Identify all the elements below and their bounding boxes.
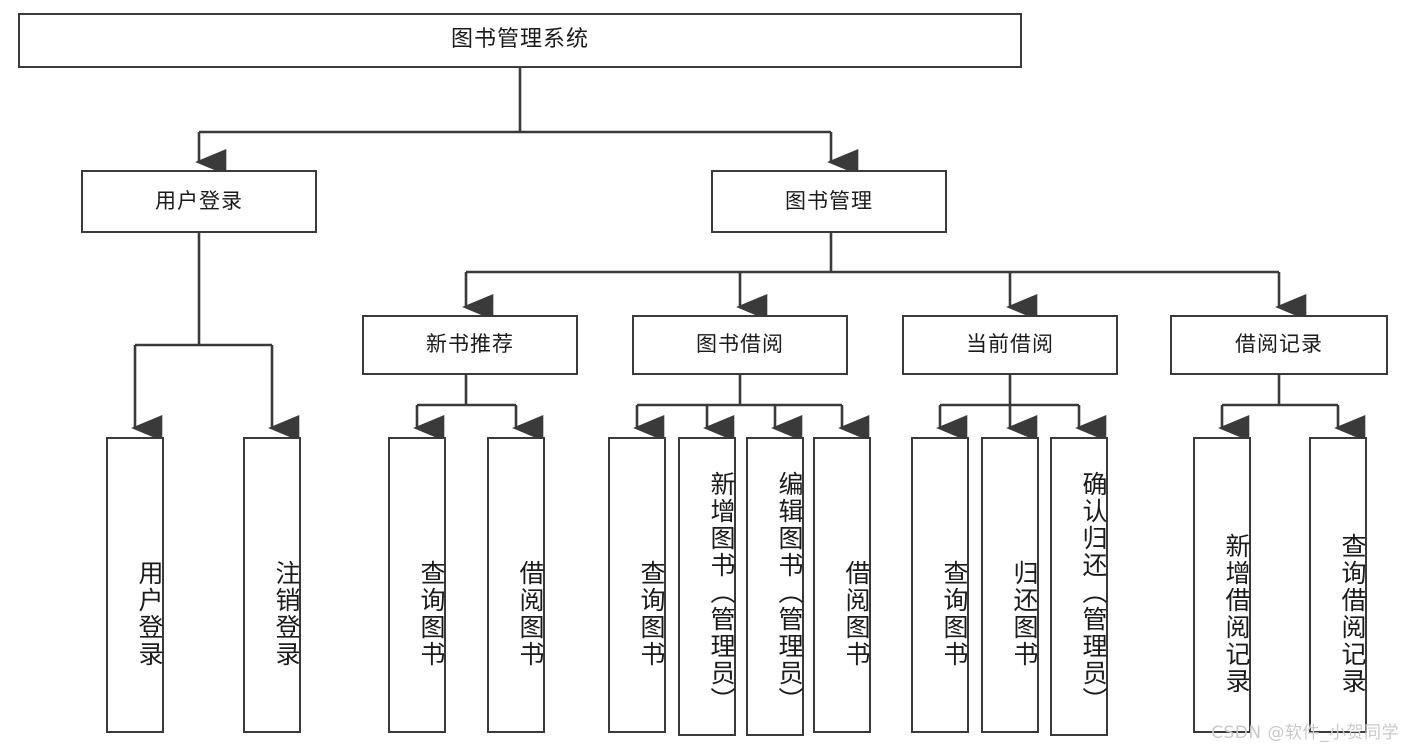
node-borrow-records[interactable]: 借阅记录 — [1170, 315, 1388, 375]
node-book-borrow[interactable]: 图书借阅 — [632, 315, 848, 375]
leaf-recommend-borrow-book[interactable]: 借阅图书 — [487, 437, 545, 733]
node-user-login[interactable]: 用户登录 — [81, 170, 317, 233]
node-root-system[interactable]: 图书管理系统 — [18, 13, 1022, 68]
leaf-borrow-borrow-book[interactable]: 借阅图书 — [813, 437, 871, 733]
leaf-borrow-add-book-admin[interactable]: 新增图书（管理员） — [678, 437, 736, 736]
leaf-borrow-query-book[interactable]: 查询图书 — [608, 437, 666, 733]
leaf-records-query-record[interactable]: 查询借阅记录 — [1309, 437, 1367, 733]
leaf-user-login-logout[interactable]: 注销登录 — [243, 437, 301, 733]
watermark-text: CSDN @软件_小贺同学 — [1211, 723, 1399, 743]
node-book-management[interactable]: 图书管理 — [711, 170, 947, 233]
leaf-borrow-edit-book-admin[interactable]: 编辑图书（管理员） — [746, 437, 804, 736]
leaf-current-return-book[interactable]: 归还图书 — [981, 437, 1039, 733]
leaf-current-query-book[interactable]: 查询图书 — [911, 437, 969, 733]
node-current-borrow[interactable]: 当前借阅 — [902, 315, 1118, 375]
leaf-records-add-record[interactable]: 新增借阅记录 — [1193, 437, 1251, 733]
leaf-recommend-query-book[interactable]: 查询图书 — [388, 437, 446, 733]
leaf-user-login-login[interactable]: 用户登录 — [106, 437, 164, 733]
node-new-book-recommend[interactable]: 新书推荐 — [362, 315, 578, 375]
leaf-current-confirm-return-admin[interactable]: 确认归还（管理员） — [1050, 437, 1108, 736]
